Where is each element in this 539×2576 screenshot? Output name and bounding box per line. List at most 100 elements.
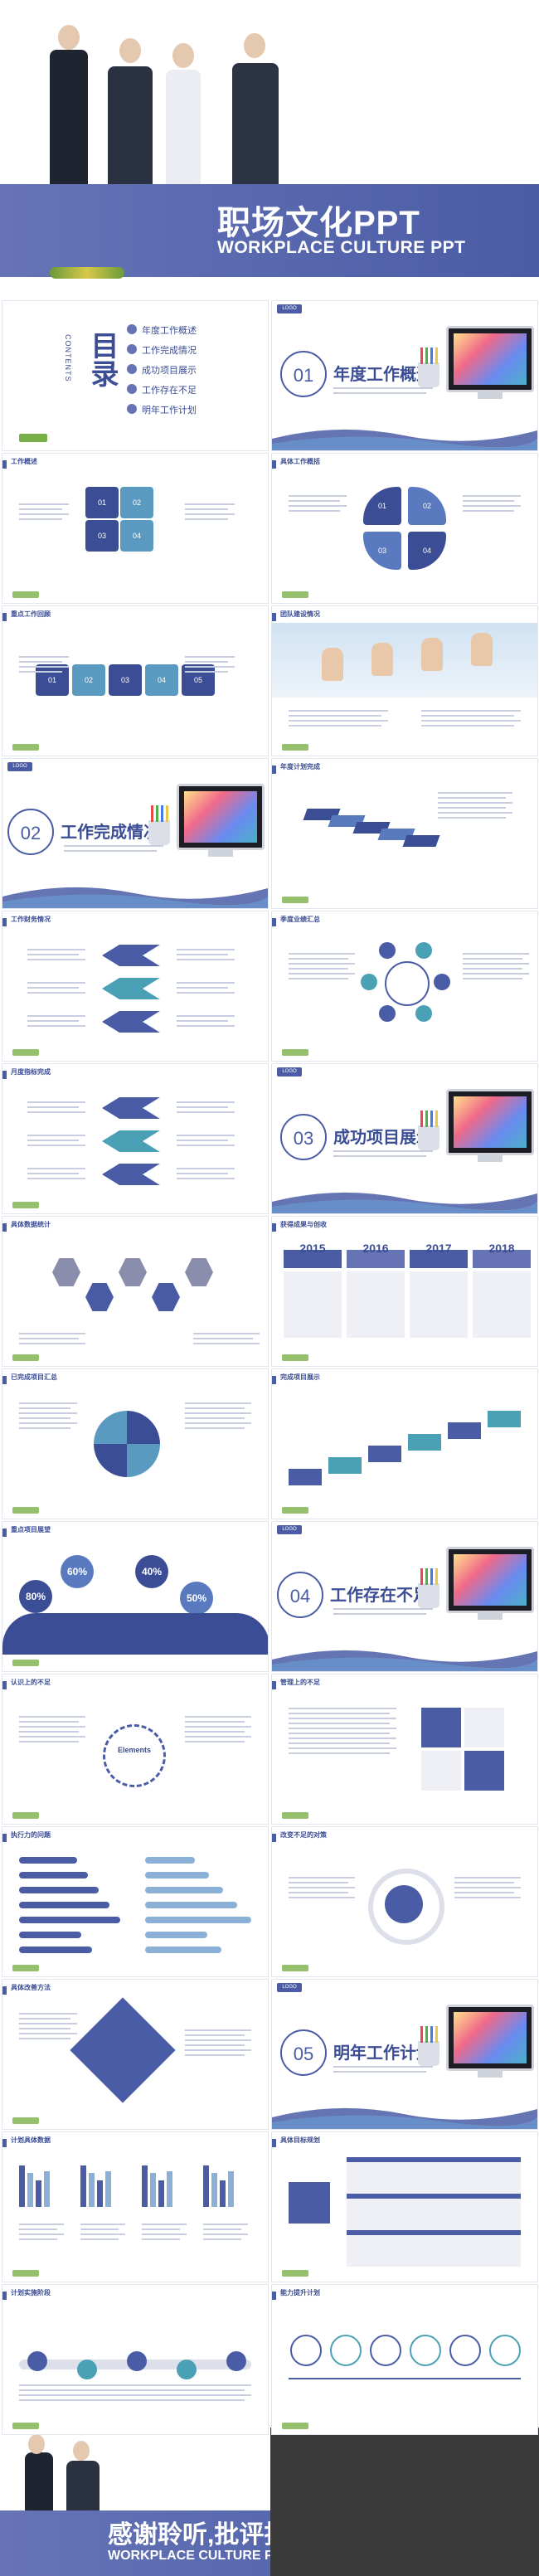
slide-thumbnail: 月度指标完成 [2, 1063, 269, 1214]
text-line [438, 812, 512, 814]
slide-title: 完成项目展示 [280, 1373, 320, 1381]
text-line [289, 1752, 390, 1754]
text-line [193, 1338, 253, 1339]
text-line [19, 1731, 79, 1733]
slide-header: 工作财务情况 [2, 911, 268, 928]
section-title: 明年工作计划 [333, 2044, 433, 2063]
monitor-stand [208, 848, 233, 857]
pencil [435, 2026, 438, 2043]
step-dot [27, 2351, 47, 2371]
text-line [185, 1716, 251, 1718]
header-bar [272, 1376, 276, 1384]
text-line [177, 1140, 228, 1141]
progress-bar [19, 1947, 92, 1953]
progress-bar [145, 1947, 221, 1953]
quad-box [421, 1751, 461, 1791]
logo-mark [12, 591, 39, 598]
pencil [425, 2026, 428, 2043]
logo-mark [12, 1965, 39, 1971]
text-line [27, 987, 79, 989]
pencil [425, 1568, 428, 1585]
slide-title: 具体改善方法 [11, 1984, 51, 1991]
puzzle-piece: 02 [120, 487, 153, 518]
progress-bar [19, 1932, 81, 1938]
header-bar [2, 1834, 7, 1842]
contents-heading: 目录 [86, 331, 118, 387]
text-line [289, 1887, 355, 1888]
logo-badge: LOGO [277, 304, 302, 313]
cover-subtitle: WORKPLACE CULTURE PPT [217, 238, 466, 257]
business-person [50, 50, 88, 191]
text-line [19, 518, 62, 520]
quadrant: 04 [408, 532, 446, 570]
text-line [19, 2013, 77, 2015]
cover-slide: 职场文化PPT WORKPLACE CULTURE PPT [0, 0, 539, 297]
text-line [289, 715, 381, 717]
text-line [185, 661, 228, 663]
text-line [27, 959, 85, 960]
slide-header: 已完成项目汇总 [2, 1369, 268, 1386]
logo-mark [12, 1812, 39, 1819]
text-line [203, 2238, 241, 2240]
slide-thumbnail: 改变不足的对策 [271, 1826, 538, 1977]
slide-thumbnail: 计划具体数据 [2, 2131, 269, 2282]
text-line [80, 2228, 119, 2230]
logo-mark [12, 2270, 39, 2277]
pencil-cup [148, 805, 170, 845]
quadrant: 01 [363, 487, 401, 525]
text-line [185, 508, 228, 510]
step-dot [127, 2351, 147, 2371]
text-line [177, 1015, 235, 1017]
slide-thumbnail: 管理上的不足 [271, 1674, 538, 1825]
header-bar [272, 766, 276, 774]
header-bar [2, 1681, 7, 1689]
text-line [454, 1892, 514, 1893]
slide-header: 重点项目展望 [2, 1522, 268, 1538]
header-bar [2, 2139, 7, 2147]
logo-badge: LOGO [277, 1067, 302, 1077]
puzzle-piece: 04 [120, 520, 153, 552]
text-line [142, 2238, 180, 2240]
slide-header: 重点工作回顾 [2, 606, 268, 623]
text-line [185, 1731, 245, 1733]
skill-icon [410, 2335, 441, 2366]
quad-box [464, 1708, 504, 1747]
slide-header: 月度指标完成 [2, 1064, 268, 1081]
header-bar [2, 1071, 7, 1079]
text-line [19, 1338, 79, 1339]
wave-decoration [272, 1192, 537, 1213]
orbit-icon [361, 974, 377, 990]
slide-thumbnail: 已完成项目汇总 [2, 1368, 269, 1519]
text-line [19, 1407, 70, 1409]
text-line [185, 1407, 245, 1409]
slide-title: 工作概述 [11, 458, 37, 465]
text-line [27, 1111, 85, 1113]
text-line [177, 1173, 228, 1174]
text-line [185, 671, 228, 673]
header-bar [272, 1681, 276, 1689]
text-line [27, 954, 79, 955]
text-line [185, 1417, 245, 1419]
text-line [27, 1168, 85, 1169]
text-line [289, 500, 340, 502]
text-line [19, 2228, 57, 2230]
text-line [19, 2028, 70, 2029]
text-line [19, 508, 62, 510]
step-bar [402, 835, 440, 847]
section-title: 成功项目展示 [333, 1129, 433, 1147]
text-line [438, 792, 512, 794]
skill-icon [449, 2335, 481, 2366]
slide-title: 具体目标规划 [280, 2136, 320, 2144]
wave-decoration [272, 2107, 537, 2129]
text-line [463, 968, 522, 970]
text-line [19, 1716, 85, 1718]
bar-column [203, 2165, 209, 2207]
text-line [289, 953, 355, 955]
header-bar [2, 1223, 7, 1232]
text-line [463, 495, 521, 497]
slide-title: 年度计划完成 [280, 763, 320, 770]
quad-box [421, 1708, 461, 1747]
text-line [289, 968, 348, 970]
puzzle-piece: 01 [36, 664, 69, 696]
